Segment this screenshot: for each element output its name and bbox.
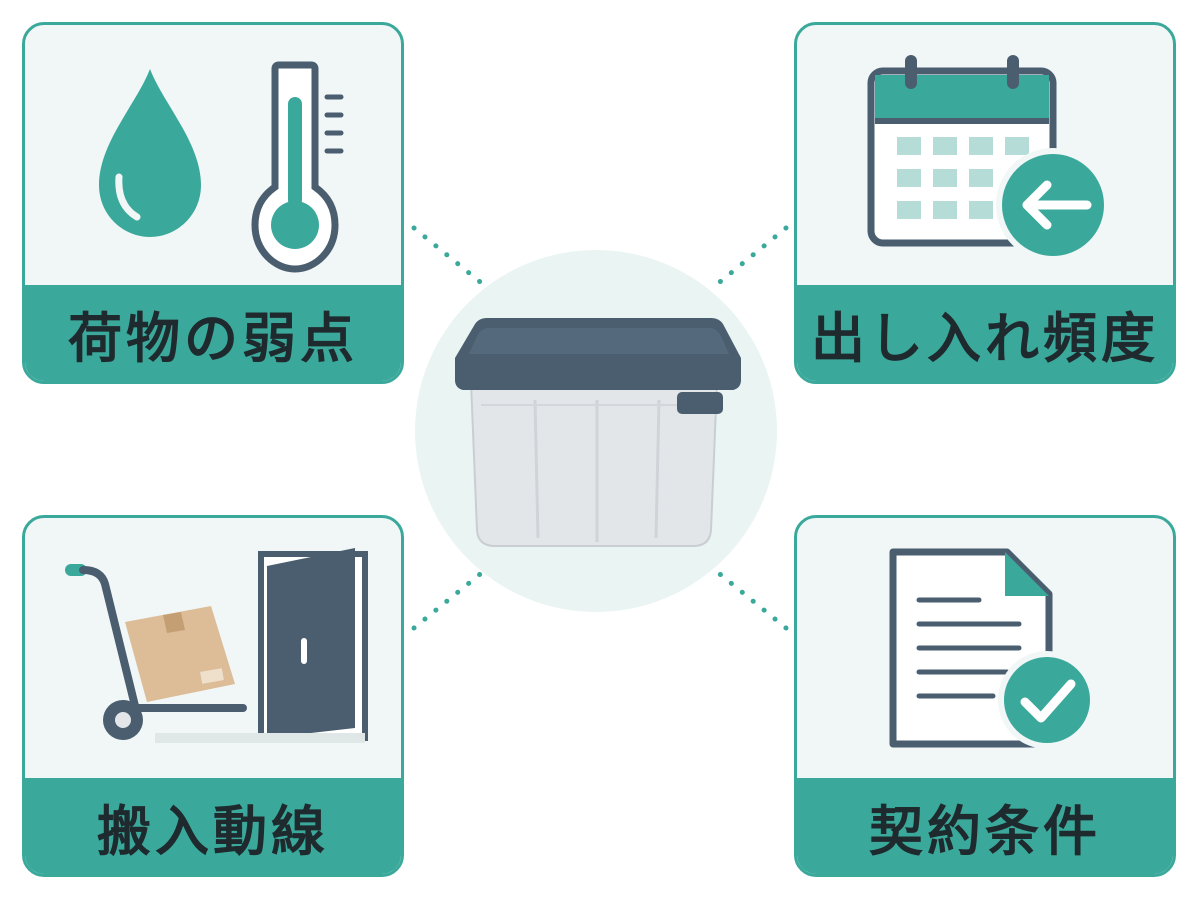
card-label: 荷物の弱点 bbox=[68, 306, 358, 370]
card-label-band: 搬入動線 bbox=[25, 778, 401, 874]
card-illustration bbox=[797, 25, 1173, 287]
card-label-band: 契約条件 bbox=[797, 778, 1173, 874]
storage-box-icon bbox=[455, 318, 741, 547]
checkmark-icon bbox=[998, 651, 1096, 749]
thermometer-icon bbox=[251, 61, 344, 273]
water-drop-icon bbox=[99, 69, 201, 237]
card-contract-terms: 契約条件 bbox=[794, 515, 1176, 877]
card-label: 出し入れ頻度 bbox=[811, 306, 1159, 370]
card-label: 契約条件 bbox=[869, 799, 1101, 863]
center-hub bbox=[415, 250, 777, 612]
card-cargo-weakness: 荷物の弱点 bbox=[22, 22, 404, 384]
arrow-left-icon bbox=[996, 148, 1110, 262]
card-illustration bbox=[25, 25, 401, 287]
card-label-band: 出し入れ頻度 bbox=[797, 285, 1173, 381]
hand-truck-icon bbox=[65, 564, 247, 740]
card-label: 搬入動線 bbox=[97, 799, 329, 863]
card-illustration bbox=[797, 518, 1173, 780]
cardboard-box-icon bbox=[125, 606, 235, 702]
card-access-frequency: 出し入れ頻度 bbox=[794, 22, 1176, 384]
card-illustration bbox=[25, 518, 401, 780]
card-delivery-route: 搬入動線 bbox=[22, 515, 404, 877]
open-door-icon bbox=[258, 548, 368, 741]
card-label-band: 荷物の弱点 bbox=[25, 285, 401, 381]
